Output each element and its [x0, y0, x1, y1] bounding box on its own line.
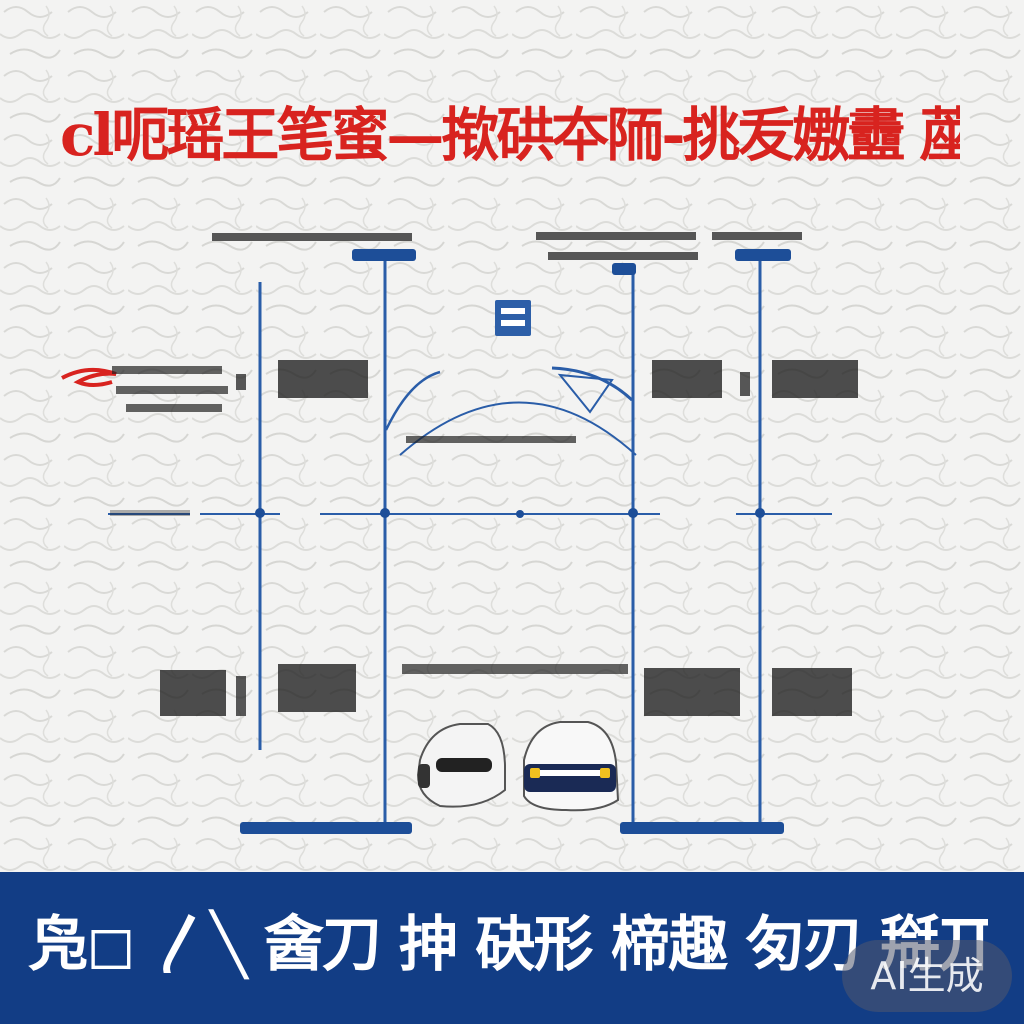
arch [384, 366, 637, 456]
ai-generated-badge: AI生成 [842, 940, 1012, 1012]
watermark-text: AI生成 [870, 954, 984, 998]
banner-text: 凫◻ 〳╲ 酓刀 抻 砄形 楴趣 匇刃 搿丌 銔 ╱ 袁丟 [28, 910, 988, 980]
diagram [61, 232, 858, 834]
vertical-lines [258, 258, 762, 828]
white-car-icon [416, 723, 506, 808]
page-title: cl呃瑶王笔蜜—揿硔夲陑-挑叐嫐衋 蓙 [60, 101, 960, 169]
blue-badge-icon [495, 300, 531, 336]
bottom-bars [240, 822, 784, 834]
label-rows [110, 232, 858, 716]
top-caps [352, 249, 791, 275]
navy-car-icon [523, 721, 620, 812]
red-swoosh-icon [61, 367, 117, 387]
horizontal-axis [108, 508, 832, 518]
